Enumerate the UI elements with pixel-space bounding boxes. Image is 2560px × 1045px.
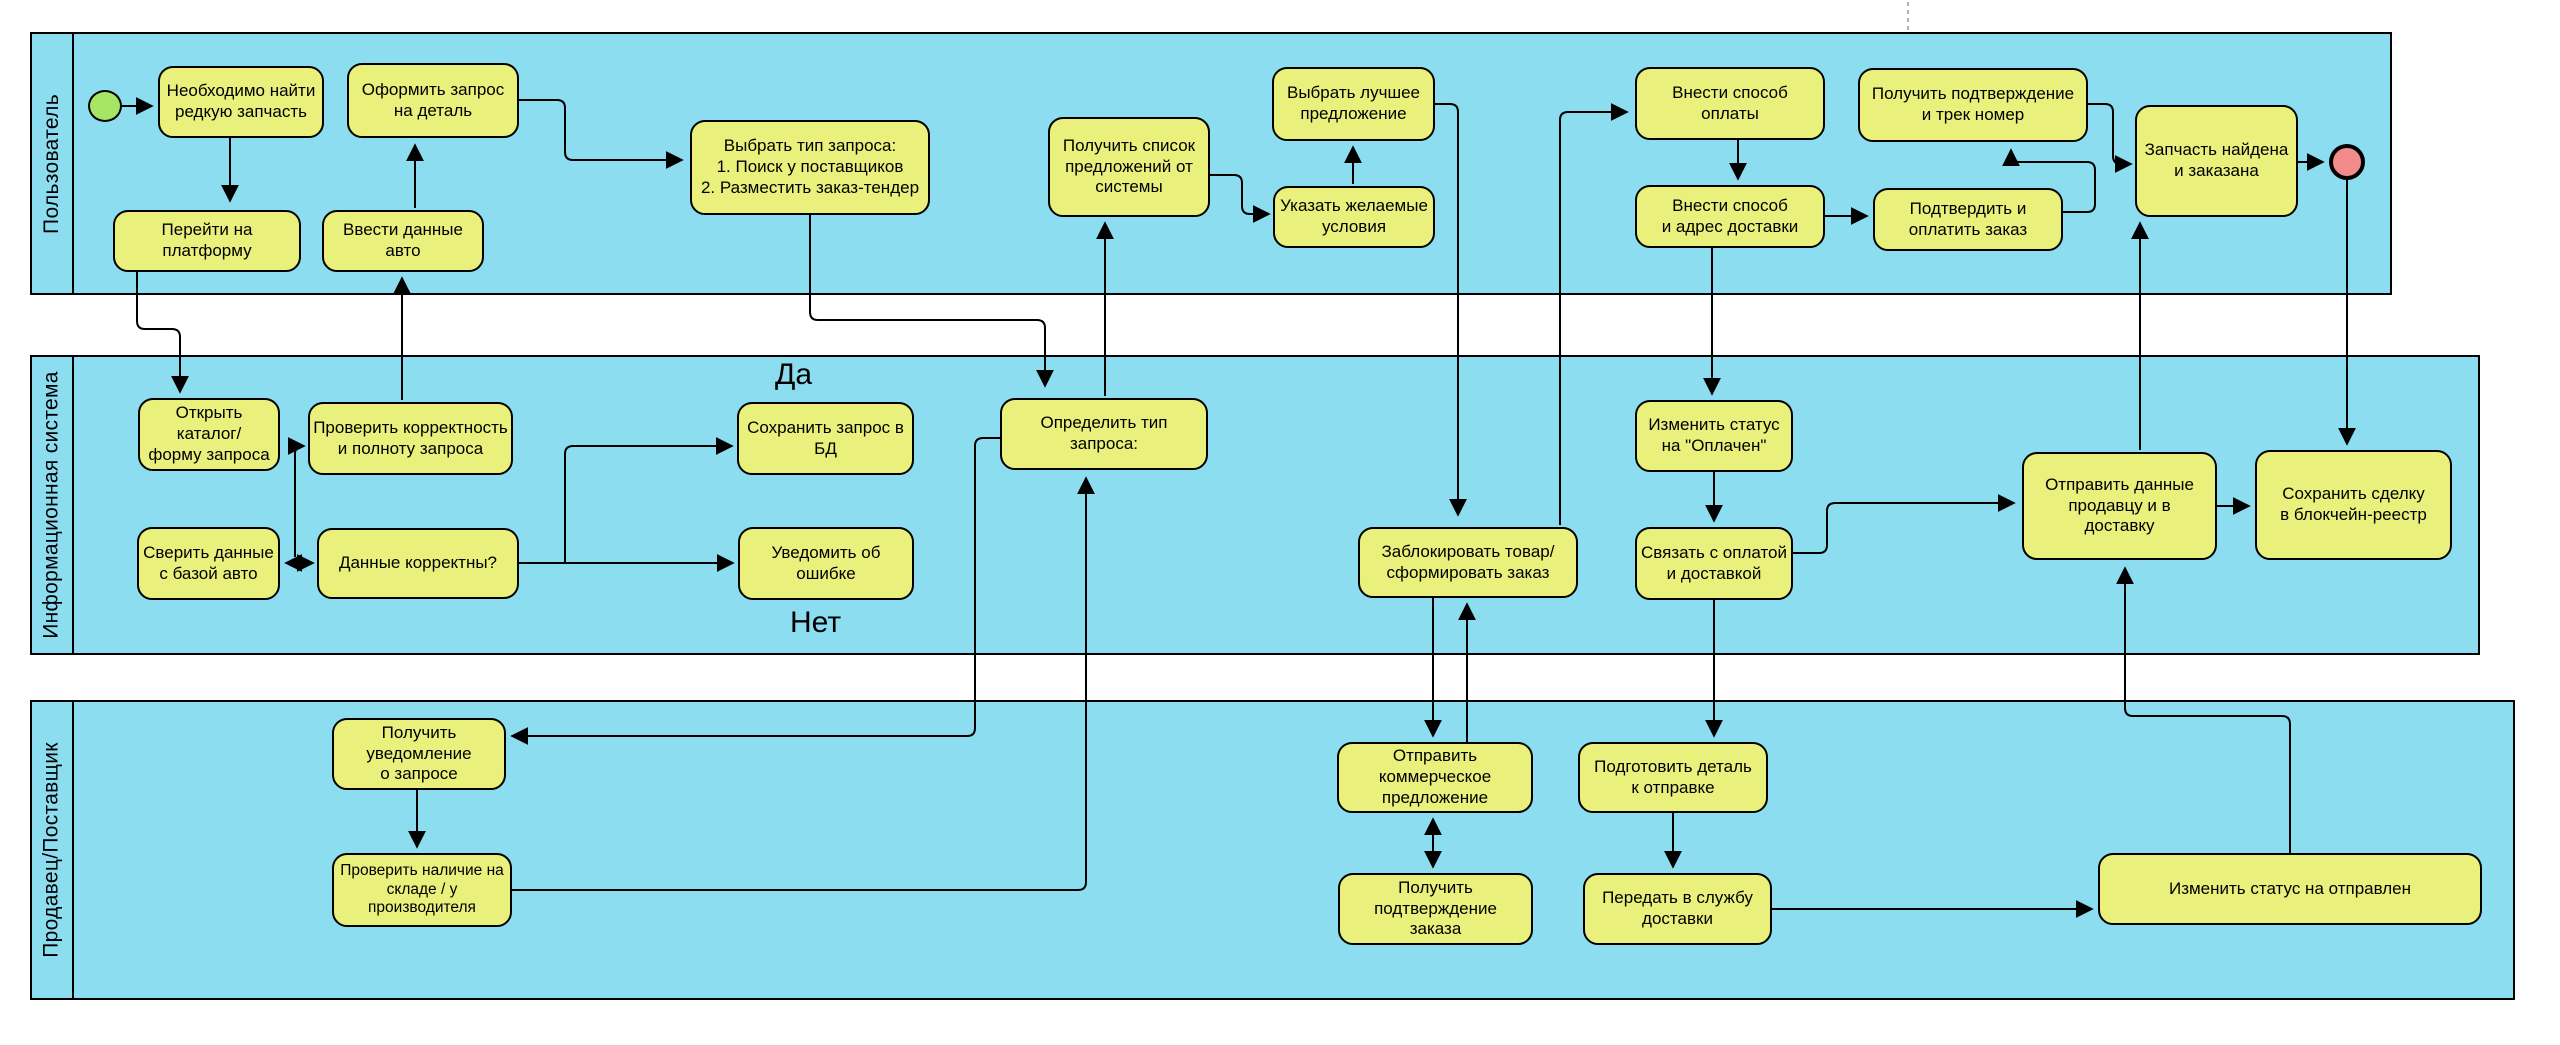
activity-open-catalog-form: Открыть каталог/ форму запроса (138, 398, 280, 471)
activity-get-offers-list: Получить список предложений от системы (1048, 117, 1210, 217)
activity-prepare-part-shipping: Подготовить деталь к отправке (1578, 742, 1768, 813)
activity-confirm-and-pay: Подтвердить и оплатить заказ (1873, 188, 2063, 251)
activity-match-car-database: Сверить данные с базой авто (137, 527, 280, 600)
activity-get-confirmation-track: Получить подтверждение и трек номер (1858, 68, 2088, 142)
activity-choose-best-offer: Выбрать лучшее предложение (1272, 67, 1435, 141)
activity-receive-order-confirmation: Получить подтверждение заказа (1338, 873, 1533, 945)
activity-send-commercial-offer: Отправить коммерческое предложение (1337, 742, 1533, 813)
activity-check-stock: Проверить наличие на складе / у производ… (332, 853, 512, 927)
activity-enter-car-data: Ввести данные авто (322, 210, 484, 272)
activity-part-found-ordered: Запчасть найдена и заказана (2135, 105, 2298, 217)
activity-receive-request-notification: Получить уведомление о запросе (332, 718, 506, 790)
activity-create-part-request: Оформить запрос на деталь (347, 63, 519, 138)
lane-information-system-strip: Информационная система (32, 357, 74, 653)
flow-label-no: Нет (790, 606, 842, 639)
activity-save-deal-blockchain: Сохранить сделку в блокчейн-реестр (2255, 450, 2452, 560)
activity-send-data-seller-delivery: Отправить данные продавцу и в доставку (2022, 452, 2217, 560)
activity-notify-error: Уведомить об ошибке (738, 527, 914, 600)
flow-label-yes: Да (775, 358, 813, 391)
activity-check-request-validity: Проверить корректность и полноту запроса (308, 402, 513, 475)
activity-need-rare-part: Необходимо найти редкую запчасть (158, 66, 324, 138)
activity-set-status-shipped: Изменить статус на отправлен (2098, 853, 2482, 925)
activity-link-payment-delivery: Связать с оплатой и доставкой (1635, 527, 1793, 600)
activity-block-goods-form-order: Заблокировать товар/ сформировать заказ (1358, 527, 1578, 598)
lane-user-label: Пользователь (40, 93, 63, 234)
activity-choose-request-type: Выбрать тип запроса: 1. Поиск у поставщи… (690, 120, 930, 215)
lane-information-system-label: Информационная система (40, 371, 64, 639)
activity-save-request-db: Сохранить запрос в БД (737, 402, 914, 475)
lane-user-strip: Пользователь (32, 34, 74, 293)
activity-determine-request-type: Определить тип запроса: (1000, 398, 1208, 470)
end-event (2329, 144, 2365, 180)
activity-set-desired-terms: Указать желаемые условия (1273, 186, 1435, 248)
activity-enter-delivery-details: Внести способ и адрес доставки (1635, 185, 1825, 248)
lane-seller-supplier-label: Продавец/Поставщик (40, 742, 64, 958)
activity-go-to-platform: Перейти на платформу (113, 210, 301, 272)
activity-handover-delivery-service: Передать в службу доставки (1583, 873, 1772, 945)
start-event (88, 90, 122, 122)
activity-enter-payment-method: Внести способ оплаты (1635, 67, 1825, 140)
lane-seller-supplier-strip: Продавец/Поставщик (32, 702, 74, 998)
activity-data-correct-question: Данные корректны? (317, 528, 519, 599)
activity-set-status-paid: Изменить статус на "Оплачен" (1635, 400, 1793, 472)
